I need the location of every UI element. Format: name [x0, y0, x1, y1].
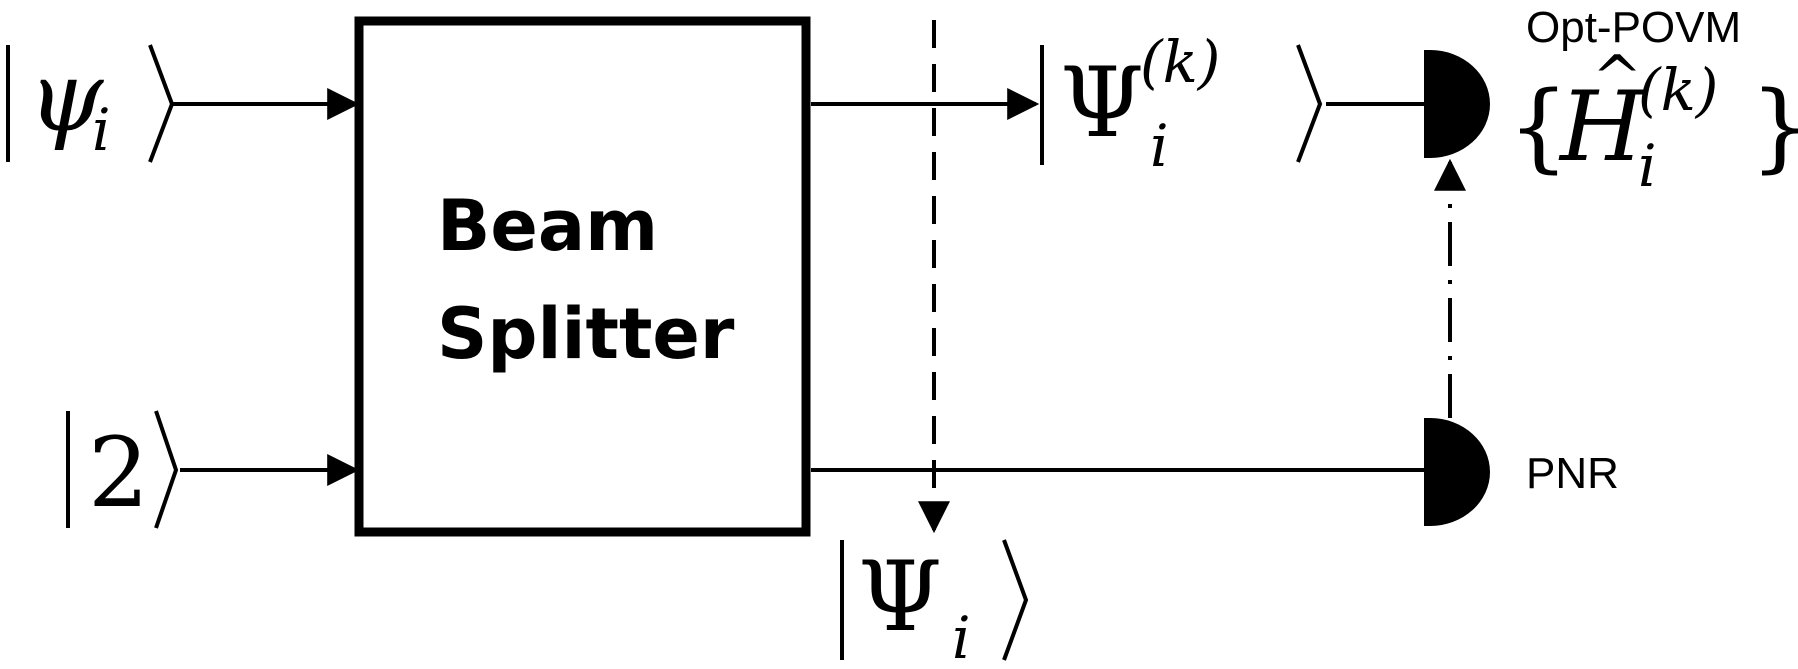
povm-superscript: (k): [1638, 56, 1718, 124]
povm-close-brace: }: [1750, 71, 1798, 183]
two-value: 2: [88, 417, 149, 529]
upper-superscript: (k): [1140, 28, 1220, 96]
beam-splitter-box: Beam Splitter: [354, 16, 811, 537]
output-ket-upper: Ψ (k) i: [1040, 28, 1323, 180]
psi-subscript: i: [92, 96, 111, 164]
upper-subscript: i: [1150, 112, 1169, 180]
pnr-label: PNR: [1526, 449, 1619, 498]
povm-open-brace: {: [1508, 71, 1569, 183]
joint-subscript: i: [952, 604, 971, 669]
povm-symbol: H: [1558, 71, 1646, 183]
joint-state-ket: Ψ i: [840, 539, 1029, 669]
povm-set-expression: { H ^ (k) i }: [1508, 43, 1798, 200]
beam-splitter-label-line1: Beam: [437, 185, 658, 267]
input-ket-two: 2: [66, 410, 179, 529]
povm-detector-icon: [1424, 50, 1490, 158]
psi-symbol: ψ: [28, 41, 105, 153]
joint-psi-symbol: Ψ: [858, 541, 942, 653]
povm-hat: ^: [1592, 43, 1642, 113]
input-ket-psi: ψ i: [6, 41, 175, 164]
upper-psi-symbol: Ψ: [1060, 47, 1144, 159]
beam-splitter-label-line2: Splitter: [437, 293, 735, 375]
opt-povm-label: Opt-POVM: [1526, 3, 1741, 52]
pnr-detector-icon: [1424, 418, 1490, 526]
povm-subscript: i: [1638, 132, 1657, 200]
